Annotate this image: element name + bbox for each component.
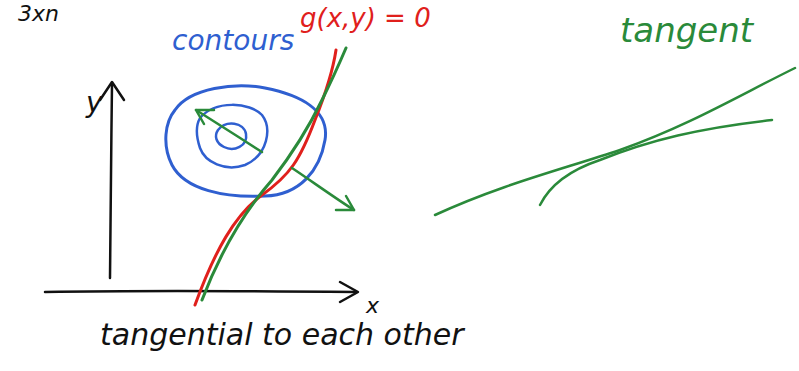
constraint-label: g(x,y) = 0 [300, 4, 431, 33]
y-axis-arrowhead [100, 82, 124, 100]
gradient-arrow [292, 168, 354, 210]
matrix-size-note: 3xn [18, 2, 59, 26]
contours-label: contours [172, 26, 294, 57]
gradient-arrowhead [196, 110, 214, 124]
tangent-label: tangent [620, 12, 753, 49]
caption-note: tangential to each other [100, 318, 464, 351]
outer-contour [166, 86, 326, 196]
tangent-line [435, 68, 795, 215]
tangent-curve [202, 48, 346, 300]
touching-curve [540, 120, 772, 205]
x-axis-arrowhead [340, 282, 358, 302]
y-axis [110, 84, 112, 278]
gradient-arrow [196, 110, 262, 152]
inner-contour [216, 124, 246, 149]
axis-label: y [86, 88, 103, 119]
gradient-arrowhead [336, 196, 354, 210]
middle-contour [197, 105, 267, 167]
axis-label: x [366, 294, 379, 318]
